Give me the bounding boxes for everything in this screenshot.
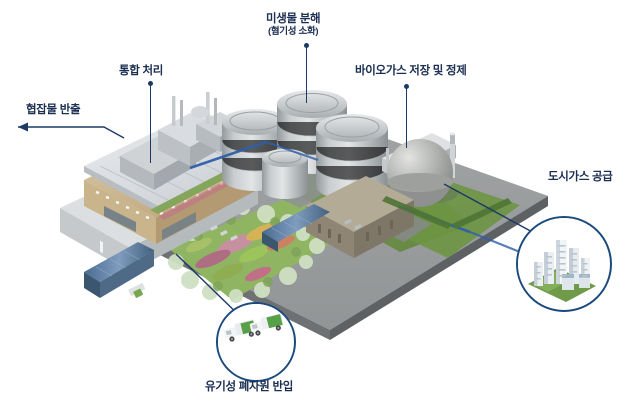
label-biogas-storage-line1: 바이오가스 저장 및 정제 — [355, 65, 467, 77]
solar-canopy — [84, 204, 330, 298]
label-organic-waste-intake-line1: 유기성 폐자원 반입 — [205, 381, 294, 393]
label-city-gas-supply: 도시가스 공급 — [548, 170, 613, 184]
label-city-gas-supply-line1: 도시가스 공급 — [548, 171, 613, 183]
flare-stack — [450, 132, 455, 178]
digester-tanks — [221, 90, 389, 200]
city-skyline-icon — [518, 218, 606, 306]
pretreatment-plant — [120, 92, 244, 190]
garbage-truck-icon — [218, 304, 290, 376]
leader-line-integrated-treatment — [150, 83, 152, 163]
callout-badge-city-gas[interactable] — [516, 216, 612, 312]
leader-dot-microbial-decomposition — [303, 43, 309, 48]
hedge-row — [382, 196, 512, 229]
leader-dot-biogas-storage — [403, 84, 409, 89]
label-microbial-decomposition: 미생물 분해 (혐기성 소화) — [266, 12, 321, 38]
label-integrated-treatment: 통합 처리 — [119, 64, 163, 78]
leader-line-microbial-decomposition — [306, 45, 308, 103]
machine-hall — [306, 176, 414, 258]
label-contaminant-export: 협잡물 반출 — [26, 103, 81, 117]
label-organic-waste-intake: 유기성 폐자원 반입 — [205, 380, 293, 394]
leader-line-contaminant-export — [18, 122, 125, 139]
leader-line-city-gas — [443, 183, 537, 235]
label-microbial-decomposition-line1: 미생물 분해 — [266, 13, 321, 25]
leader-line-biogas-storage — [406, 86, 408, 148]
callout-badge-waste-intake[interactable] — [216, 302, 296, 382]
label-biogas-storage: 바이오가스 저장 및 정제 — [355, 64, 467, 78]
label-contaminant-export-line1: 협잡물 반출 — [26, 104, 81, 116]
site-vehicles — [128, 218, 362, 298]
label-microbial-decomposition-line2: (혐기성 소화) — [268, 26, 319, 38]
label-integrated-treatment-line1: 통합 처리 — [119, 65, 164, 77]
leader-dot-integrated-treatment — [147, 81, 153, 86]
